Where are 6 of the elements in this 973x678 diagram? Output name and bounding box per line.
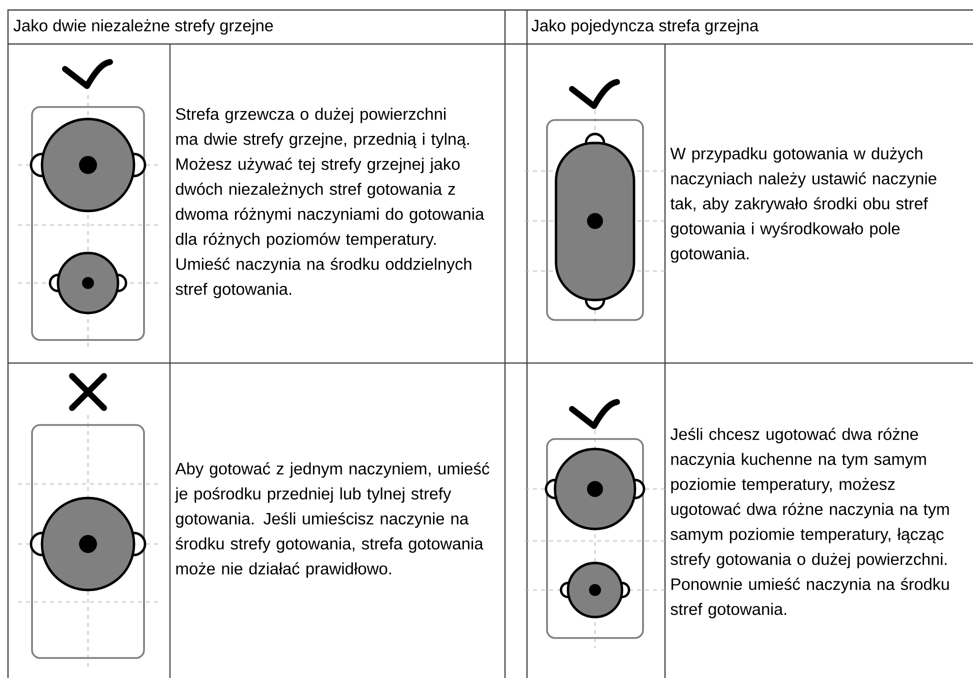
column-header: Jako pojedyncza strefa grzejna (531, 19, 759, 35)
instruction-text: Jeśli chcesz ugotować dwa różne naczynia kuchenne na tym samym poziomie temperatury, możesz ugotować dwa różne naczynia na tym samym poziomie temperatury, łącząc strefy gotowania o dużej powierzchni. Ponownie umieść naczynia na środku stref gotowania. (670, 428, 949, 618)
instruction-text: Aby gotować z jednym naczyniem, umieść je pośrodku przedniej lub tylnej strefy gotowania. Jeśli umieścisz naczynie na środku strefy gotowania, strefa gotowania może nie działać prawidłowo. (174, 462, 490, 578)
instruction-text: W przypadku gotowania w dużych naczyniach należy ustawić naczynie tak, aby zakrywało środki obu stref gotowania i wyśrodkowało pole gotowania. (670, 147, 936, 263)
column-header: Jako dwie niezależne strefy grzejne (13, 19, 273, 35)
instruction-text: Strefa grzewcza o dużej powierzchni ma dwie strefy grzejne, przednią i tylną. Możesz używać tej strefy grzejnej jako dwóch niezależnych stref gotowania z dwoma różnymi naczyniami do gotowania dla różnych poziomów temperatury. Umieść naczynia na środku oddzielnych stref gotowania. (176, 108, 484, 298)
